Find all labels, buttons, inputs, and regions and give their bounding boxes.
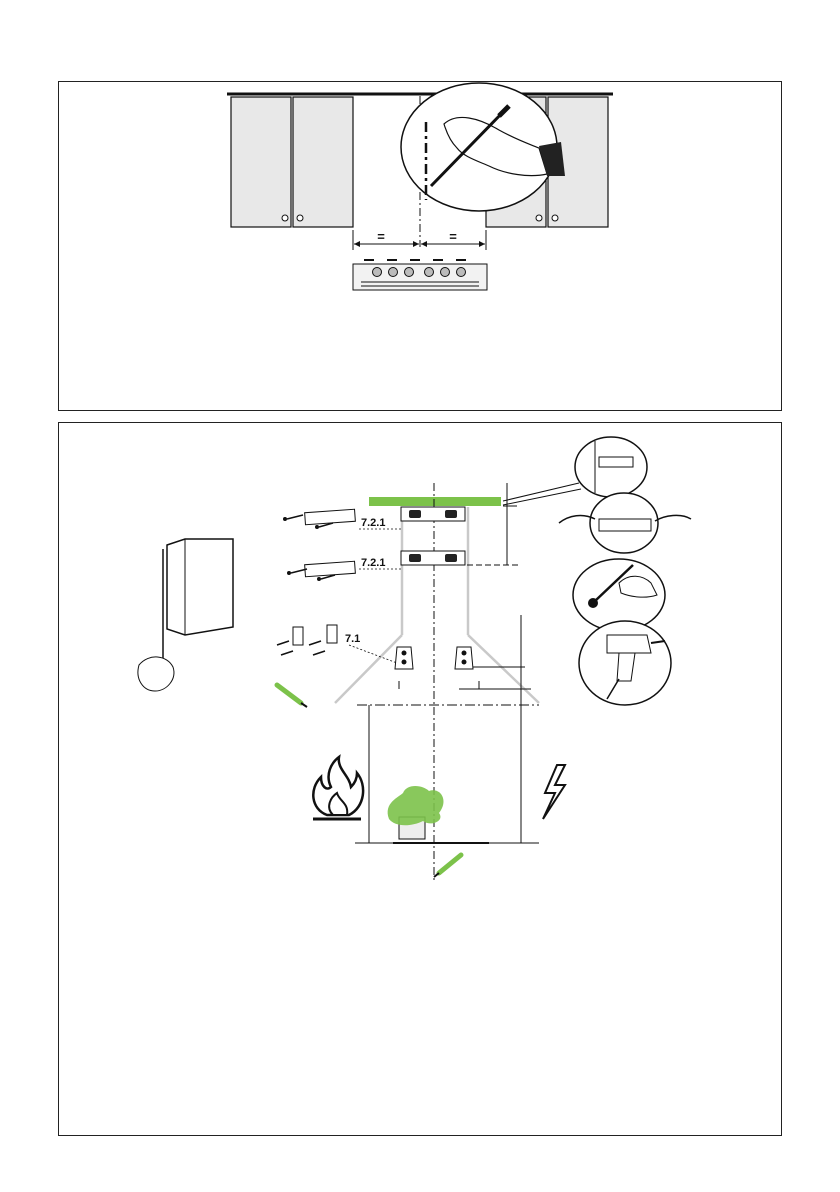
cooktop-icon — [353, 260, 487, 290]
marking-diagram: = = — [59, 82, 781, 410]
hood-outline — [335, 507, 539, 703]
equal-mark-left: = — [377, 229, 385, 244]
cooktop-area — [355, 705, 539, 843]
label-bracket-upper: 7.2.1 — [361, 517, 385, 529]
installation-diagram: 7.2.1 7.2.1 7.1 — [59, 423, 781, 1135]
electric-warning-icon — [543, 765, 565, 819]
fire-warning-icon — [313, 757, 363, 819]
hands-holding-bracket-icon — [559, 493, 691, 553]
screws-icon — [277, 509, 355, 655]
dimension-height — [357, 483, 539, 839]
step-panel-installation: 7.2.1 7.2.1 7.1 — [58, 422, 782, 1136]
wall-cabinet-left — [231, 97, 353, 227]
label-hood-bracket: 7.1 — [345, 633, 360, 645]
step-panel-marking: = = — [58, 81, 782, 411]
chimney-cover-icon — [138, 539, 233, 691]
ceiling-strip — [369, 497, 501, 506]
wall-bracket-upper — [401, 507, 465, 565]
drill-icon — [579, 621, 671, 705]
label-bracket-lower: 7.2.1 — [361, 557, 385, 569]
hand-marking-icon — [573, 559, 665, 631]
equal-mark-right: = — [449, 229, 457, 244]
